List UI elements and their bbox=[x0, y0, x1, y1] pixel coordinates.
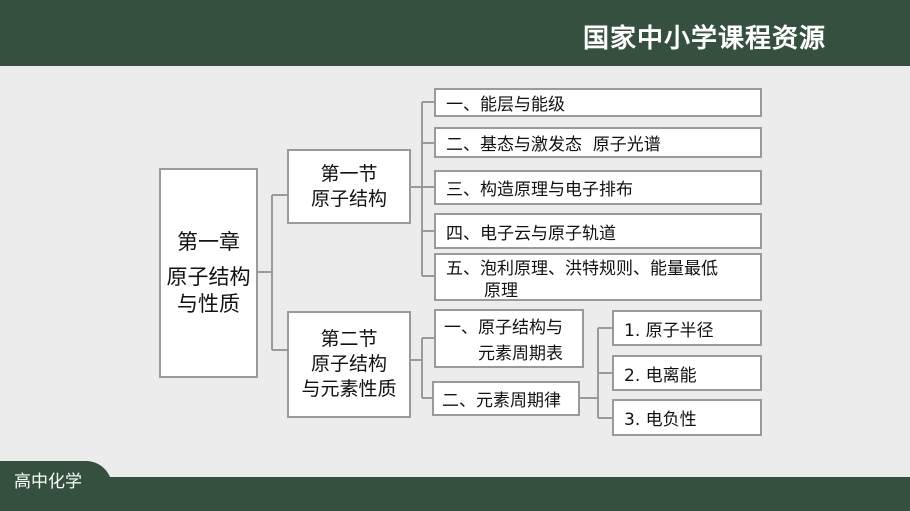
periodic-law-item-2: 2. 电离能 bbox=[612, 355, 762, 391]
section1-item-3: 三、构造原理与电子排布 bbox=[434, 170, 762, 205]
periodic-law-item-2-label: 2. 电离能 bbox=[624, 365, 697, 386]
periodic-law-item-1-label: 1. 原子半径 bbox=[624, 320, 714, 341]
section1-item-5: 五、泡利原理、洪特规则、能量最低 原理 bbox=[434, 253, 762, 301]
footer-subject: 高中化学 bbox=[14, 472, 82, 492]
section1-item-1-label: 一、能层与能级 bbox=[446, 95, 565, 115]
section2-box: 第二节 原子结构 与元素性质 bbox=[287, 311, 411, 418]
section1-item-1: 一、能层与能级 bbox=[434, 88, 762, 117]
section2-item-1-line2: 元素周期表 bbox=[478, 344, 563, 364]
periodic-law-item-3-label: 3. 电负性 bbox=[624, 410, 697, 430]
section2-line1: 第二节 bbox=[320, 328, 378, 350]
chapter-line3: 与性质 bbox=[177, 291, 240, 316]
periodic-law-item-1: 1. 原子半径 bbox=[612, 310, 762, 346]
section1-item-4: 四、电子云与原子轨道 bbox=[434, 213, 762, 249]
section2-item-1-line1: 一、原子结构与 bbox=[444, 318, 563, 338]
section1-item-5-line2: 原理 bbox=[484, 281, 518, 301]
chapter-line1: 第一章 bbox=[177, 229, 240, 254]
section1-line2: 原子结构 bbox=[310, 187, 387, 210]
chapter-box: 第一章 原子结构 与性质 bbox=[159, 168, 258, 378]
section2-line2: 原子结构 bbox=[310, 353, 387, 375]
section2-item-2: 二、元素周期律 bbox=[432, 381, 580, 416]
header-bar: 国家中小学课程资源 bbox=[0, 0, 910, 66]
section1-line1: 第一节 bbox=[320, 162, 378, 185]
section1-item-2-label: 二、基态与激发态 原子光谱 bbox=[446, 135, 661, 155]
footer-tab bbox=[0, 461, 112, 495]
periodic-law-item-3: 3. 电负性 bbox=[612, 399, 762, 436]
chapter-line2: 原子结构 bbox=[166, 264, 251, 289]
section1-item-4-label: 四、电子云与原子轨道 bbox=[446, 223, 616, 244]
section1-box: 第一节 原子结构 bbox=[287, 149, 411, 224]
section2-item-1: 一、原子结构与 元素周期表 bbox=[434, 309, 584, 368]
footer-bar bbox=[0, 477, 910, 511]
section2-item-2-label: 二、元素周期律 bbox=[442, 391, 561, 411]
section2-line3: 与元素性质 bbox=[301, 378, 397, 400]
section1-item-2: 二、基态与激发态 原子光谱 bbox=[434, 127, 762, 158]
section1-item-3-label: 三、构造原理与电子排布 bbox=[446, 180, 633, 200]
header-title: 国家中小学课程资源 bbox=[582, 24, 826, 54]
section1-item-5-line1: 五、泡利原理、洪特规则、能量最低 bbox=[446, 259, 718, 279]
